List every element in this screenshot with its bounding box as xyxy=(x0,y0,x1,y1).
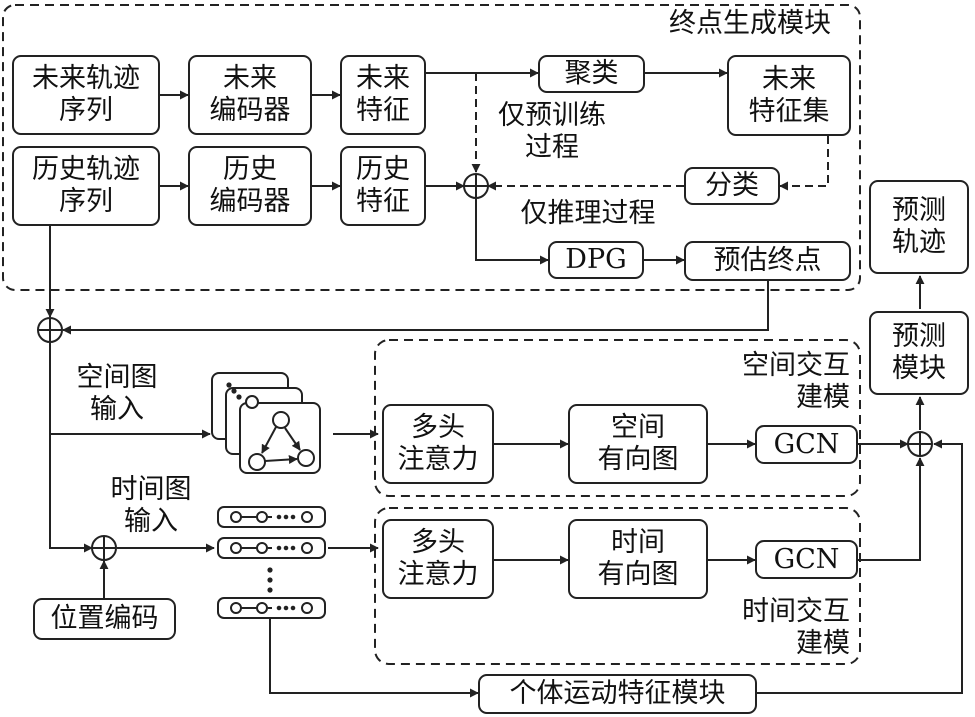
temporal-gcn-box: GCN xyxy=(755,540,858,579)
estimated-endpoint-box: 预估终点 xyxy=(684,241,851,281)
future-feature-set-box: 未来 特征集 xyxy=(727,55,851,136)
spatial-gcn-box: GCN xyxy=(755,425,858,464)
cluster-box: 聚类 xyxy=(538,55,645,93)
inference-only-label: 仅推理过程 xyxy=(520,198,656,229)
individual-motion-module-box: 个体运动特征模块 xyxy=(478,674,757,714)
spatial-module-frame xyxy=(374,339,861,497)
temporal-graph-input-label: 时间图 输入 xyxy=(110,474,192,537)
history-feature-box: 历史 特征 xyxy=(340,146,426,226)
endpoint-module-frame xyxy=(2,4,861,291)
temporal-directed-graph-box: 时间 有向图 xyxy=(568,519,708,599)
prediction-module-box: 预测 模块 xyxy=(869,311,969,395)
fusion-plus-endpoint xyxy=(463,173,489,199)
endpoint-module-title: 终点生成模块 xyxy=(669,8,831,39)
spatial-graph-icon xyxy=(211,372,321,474)
temporal-multihead-attention-box: 多头 注意力 xyxy=(382,519,494,599)
dpg-box: DPG xyxy=(548,241,644,279)
temporal-sequence-stack xyxy=(217,506,326,619)
fusion-plus-history xyxy=(37,317,63,343)
spatial-module-title: 空间交互 建模 xyxy=(742,350,850,413)
position-encoding-box: 位置编码 xyxy=(33,598,176,640)
spatial-multihead-attention-box: 多头 注意力 xyxy=(382,404,494,484)
future-encoder-box: 未来 编码器 xyxy=(188,55,312,135)
history-encoder-box: 历史 编码器 xyxy=(188,146,312,226)
spatial-directed-graph-box: 空间 有向图 xyxy=(568,404,708,484)
history-trajectory-box: 历史轨迹 序列 xyxy=(12,146,160,226)
future-feature-box: 未来 特征 xyxy=(340,55,426,135)
fusion-plus-position xyxy=(91,535,117,561)
spatial-graph-input-label: 空间图 输入 xyxy=(76,362,158,425)
temporal-module-frame xyxy=(374,507,861,665)
prediction-trajectory-box: 预测 轨迹 xyxy=(869,180,969,274)
pretrain-only-label: 仅预训练 过程 xyxy=(498,100,606,163)
fusion-plus-output xyxy=(907,431,933,457)
classify-box: 分类 xyxy=(684,167,780,205)
future-trajectory-box: 未来轨迹 序列 xyxy=(12,55,160,135)
temporal-module-title: 时间交互 建模 xyxy=(742,596,850,659)
